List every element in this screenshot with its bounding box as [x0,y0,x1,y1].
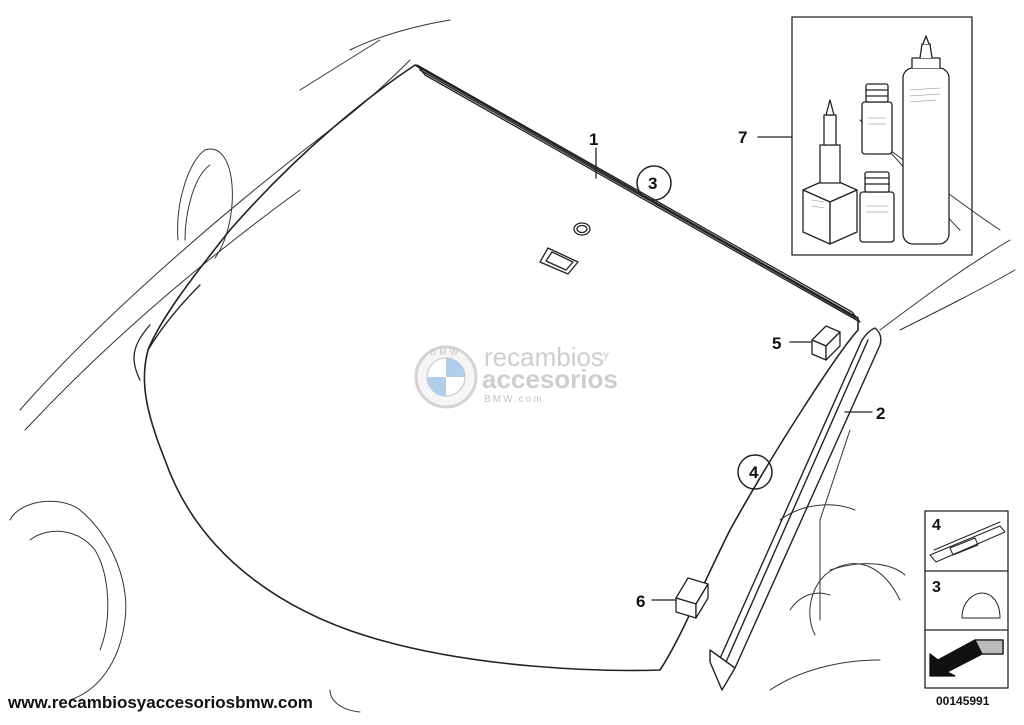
watermark: BMW recambios y accesorios BMW.com [414,342,618,409]
legend-panel [924,510,1009,689]
adhesive-cartridge [902,35,950,245]
adhesive-kit-box [791,16,973,256]
watermark-line1: recambios [484,342,604,372]
watermark-line3: BMW.com [484,394,544,405]
website-url: www.recambiosyaccesoriosbmw.com [8,693,313,712]
watermark-line2: accesorios [482,364,618,394]
legend-seal-strip-icon [929,521,1006,563]
primer-bottle-2 [859,171,895,243]
callout-5: 5 [772,334,781,353]
rain-sensor-plate [539,247,579,275]
callout-4: 4 [749,463,759,482]
a-pillar-trim [709,327,882,691]
diagram-number: 00145991 [936,694,990,708]
sensor-pad [811,325,841,361]
mounting-clip-inner [576,224,588,234]
bmw-logo-letters: BMW [430,348,462,357]
callout-7: 7 [738,128,747,147]
legend-number-seal-strip: 4 [932,517,941,534]
callout-3: 3 [648,174,657,193]
primer-applicator [802,99,858,245]
legend-number-cap: 3 [932,579,941,596]
upper-seal-strip [416,64,861,323]
windscreen-glass [133,64,859,672]
callout-1: 1 [589,130,598,149]
callout-4-circle [737,454,773,490]
callout-2: 2 [876,404,885,423]
callout-3-circle [636,165,672,201]
mounting-clip [573,222,591,236]
mirror-base [675,577,709,619]
callout-6: 6 [636,592,645,611]
primer-bottle-1 [861,83,893,155]
legend-arrow-icon [929,639,1004,677]
legend-cap-icon [961,592,1001,619]
kit-label-text [811,87,941,213]
watermark-line1-suffix: y [603,347,609,361]
